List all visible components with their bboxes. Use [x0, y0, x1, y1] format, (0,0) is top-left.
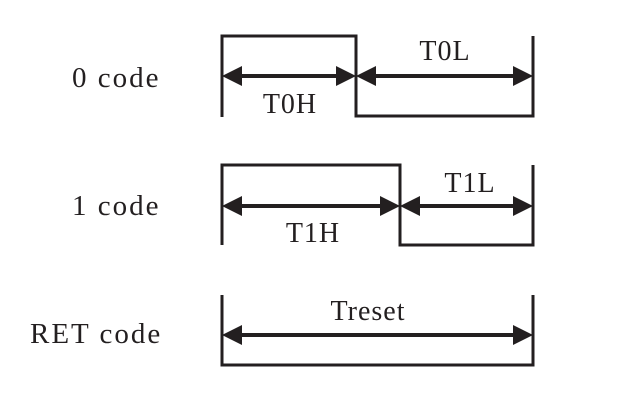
- one-code-row: 1 code T1H T1L: [72, 163, 535, 249]
- arrowhead-left: [400, 196, 420, 216]
- arrowhead-right: [513, 196, 533, 216]
- t0h-label: T0H: [263, 89, 317, 120]
- t0l-label: T0L: [419, 36, 470, 67]
- arrowhead-right: [336, 66, 356, 86]
- arrowhead-right: [380, 196, 400, 216]
- arrowhead-left: [222, 66, 242, 86]
- zero-code-row: 0 code T0H T0L: [72, 34, 535, 120]
- arrowhead-left: [356, 66, 376, 86]
- ret-code-label: RET code: [30, 318, 162, 350]
- zero-code-label: 0 code: [72, 62, 161, 94]
- one-code-label: 1 code: [72, 190, 161, 222]
- arrowhead-right: [513, 66, 533, 86]
- ret-code-row: RET code Treset: [30, 295, 535, 367]
- arrowhead-left: [222, 325, 242, 345]
- arrowhead-left: [222, 196, 242, 216]
- t1l-label: T1L: [444, 168, 495, 199]
- ret-code-waveform: [220, 295, 535, 367]
- treset-label: Treset: [331, 296, 406, 327]
- t1h-label: T1H: [286, 218, 340, 249]
- one-code-waveform: [220, 163, 535, 247]
- arrowhead-right: [513, 325, 533, 345]
